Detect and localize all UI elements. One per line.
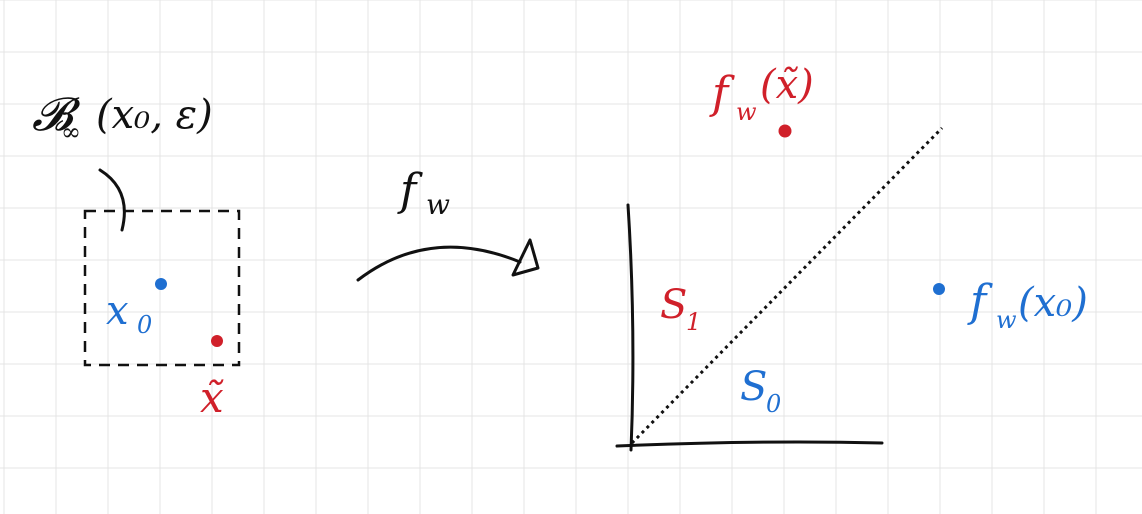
- ball-pointer-arc: [98, 168, 126, 232]
- label-x0-sub: 0: [137, 311, 152, 339]
- map-arrow-curve: [356, 245, 522, 282]
- label-map-sub: w: [426, 188, 450, 221]
- label-f-x0-sub: w: [996, 306, 1017, 334]
- label-S0-sub: 0: [766, 390, 781, 418]
- x-axis: [615, 440, 884, 448]
- label-f-x0: f: [967, 276, 993, 327]
- linf-ball-box: [83, 209, 241, 367]
- label-x0: x: [106, 288, 129, 334]
- point-x-tilde: [211, 335, 223, 347]
- label-f-x-tilde-args: (x̃): [760, 62, 814, 108]
- point-f-x0: [933, 283, 945, 295]
- label-S1: S: [660, 282, 687, 328]
- point-x0: [155, 278, 167, 290]
- label-f-x-tilde-sub: w: [736, 98, 757, 126]
- label-S0: S: [740, 364, 767, 410]
- y-axis: [626, 203, 635, 452]
- label-f-x0-args: (x₀): [1018, 280, 1088, 326]
- label-f-x-tilde: f: [709, 68, 735, 119]
- ball-subscript: ∞: [61, 118, 81, 146]
- map-arrow-head: [511, 238, 540, 277]
- ball-args: (x₀, ε): [96, 92, 213, 138]
- label-S1-sub: 1: [686, 308, 701, 336]
- label-x-tilde: x̃: [200, 373, 224, 422]
- point-f-x-tilde: [778, 124, 792, 138]
